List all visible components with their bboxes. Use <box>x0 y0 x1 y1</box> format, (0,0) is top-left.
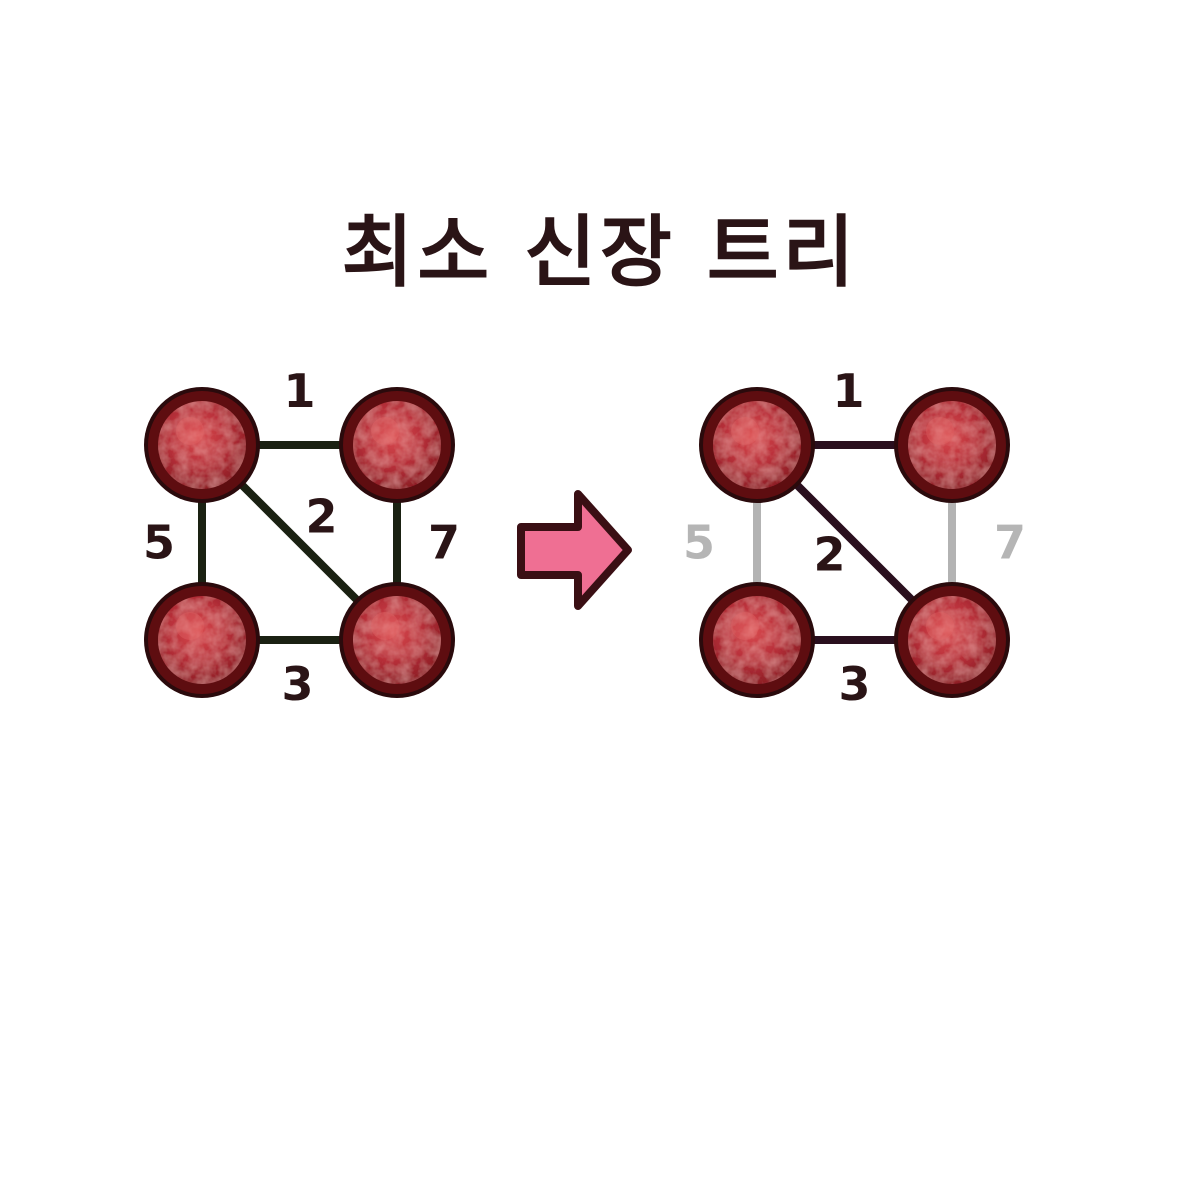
graph-node <box>699 387 815 503</box>
graph-before: 1 2 3 5 7 <box>143 364 460 711</box>
edge-weight-label: 2 <box>305 490 337 544</box>
graph-node <box>144 387 260 503</box>
edge-weight-label: 1 <box>832 364 864 418</box>
edge-weight-label: 1 <box>283 364 315 418</box>
nodes <box>699 387 1010 698</box>
edge-weight-label: 3 <box>838 657 870 711</box>
diagram-title: 최소 신장 트리 <box>341 208 859 298</box>
graph-node <box>144 582 260 698</box>
right-arrow-icon <box>517 490 632 610</box>
graph-node <box>339 387 455 503</box>
graph-node <box>339 582 455 698</box>
edge-weight-label: 7 <box>428 516 460 570</box>
graph-node <box>894 582 1010 698</box>
graph-after: 1 2 3 5 7 <box>683 364 1026 711</box>
edge-weight-label: 2 <box>813 528 845 582</box>
edge-weight-label: 5 <box>143 516 175 570</box>
graph-node <box>894 387 1010 503</box>
edge-labels: 1 2 3 5 7 <box>683 364 1026 711</box>
edge-weight-label: 5 <box>683 516 715 570</box>
edge-weight-label: 7 <box>994 516 1026 570</box>
edge-labels: 1 2 3 5 7 <box>143 364 460 711</box>
edge-weight-label: 3 <box>281 657 313 711</box>
graph-node <box>699 582 815 698</box>
nodes <box>144 387 455 698</box>
